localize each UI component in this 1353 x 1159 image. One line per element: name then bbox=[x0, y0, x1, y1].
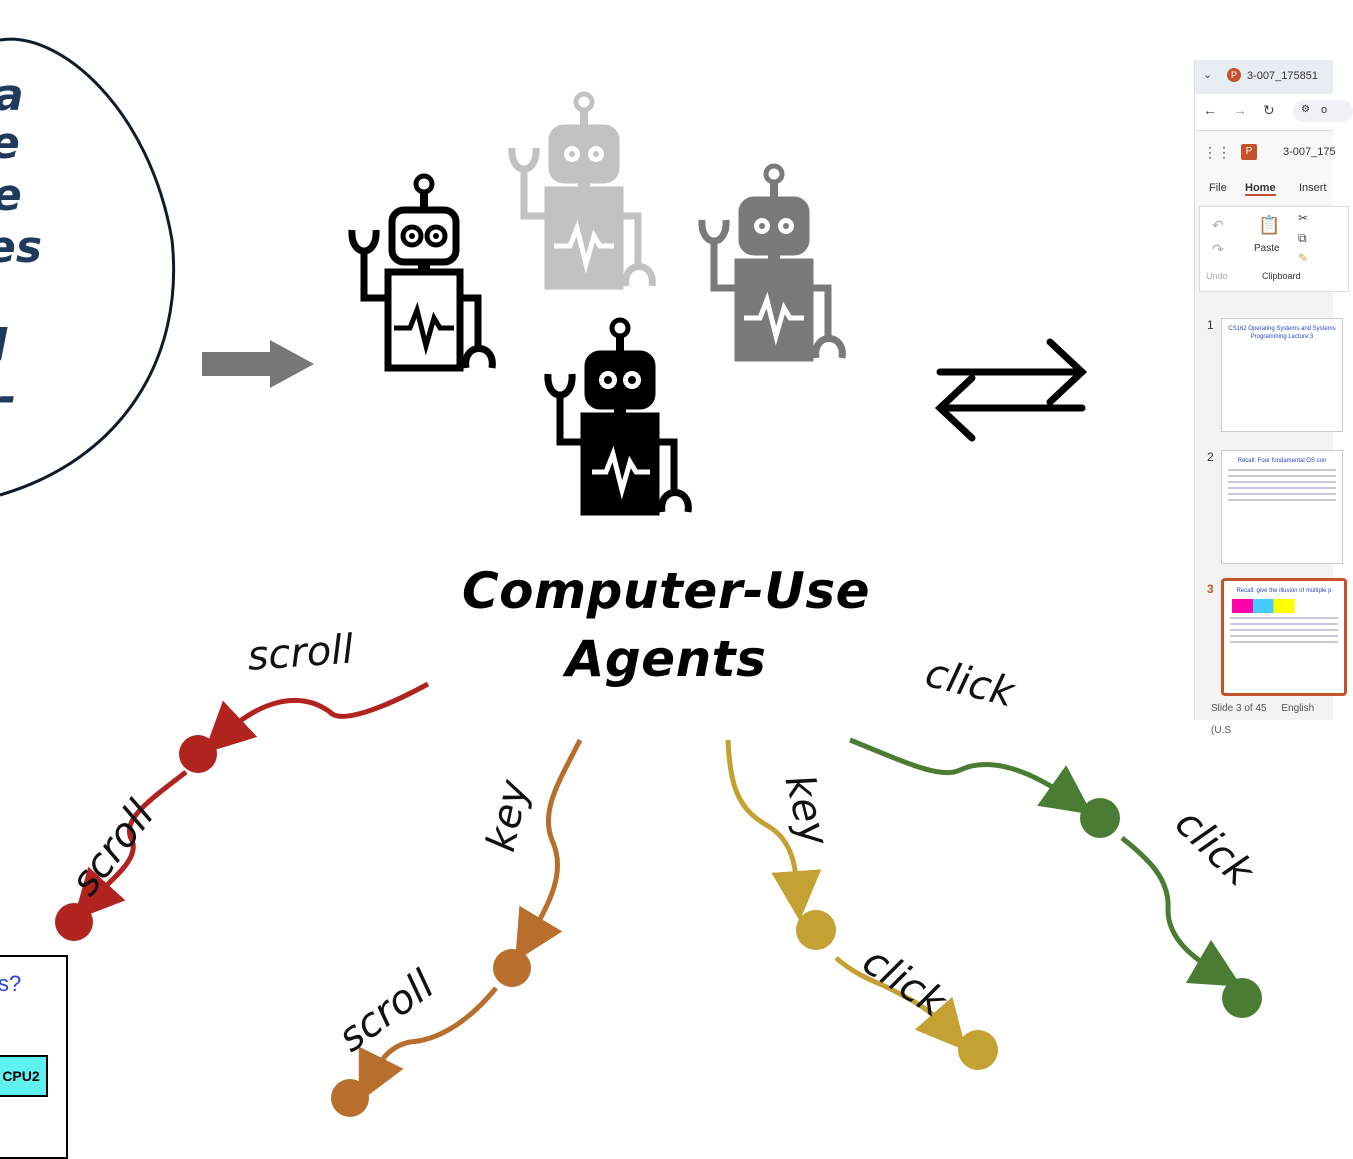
state-node bbox=[958, 1030, 998, 1070]
slide-thumbnail[interactable]: CS162 Operating Systems and Systems Prog… bbox=[1221, 318, 1343, 432]
powerpoint-icon: P bbox=[1227, 68, 1241, 82]
tab-insert[interactable]: Insert bbox=[1299, 182, 1327, 194]
state-node bbox=[1080, 798, 1120, 838]
trajectory-yellow bbox=[725, 739, 967, 1051]
title-line-1: Computer-Use bbox=[461, 562, 871, 620]
back-icon[interactable]: ← bbox=[1203, 102, 1217, 118]
agents-diagram bbox=[55, 0, 1262, 1117]
speech-fragment: es bbox=[0, 222, 43, 273]
cut-icon[interactable]: ✂ bbox=[1298, 211, 1309, 225]
site-settings-icon[interactable]: ⚙ bbox=[1301, 104, 1310, 115]
browser-tab-bar: ⌄ P 3-007_175851 bbox=[1195, 60, 1333, 94]
slide-thumbnail[interactable]: Recall: Four fundamental OS con bbox=[1221, 450, 1343, 564]
speech-fragment: - bbox=[0, 372, 16, 424]
slide-counter: Slide 3 of 45 bbox=[1211, 703, 1267, 714]
speech-fragment: a bbox=[0, 70, 24, 122]
tab-home[interactable]: Home bbox=[1245, 182, 1276, 196]
trajectory-red bbox=[73, 681, 430, 921]
slide-number: 2 bbox=[1207, 450, 1214, 464]
robot-icon bbox=[352, 176, 492, 368]
speech-fragment: e bbox=[0, 118, 20, 170]
state-node bbox=[179, 735, 217, 773]
undo-icon[interactable]: ↶ bbox=[1212, 217, 1224, 233]
slide-number: 1 bbox=[1207, 318, 1214, 332]
app-bar: ⋮⋮ P 3-007_175 bbox=[1195, 132, 1336, 174]
speech-fragment: l bbox=[0, 320, 7, 372]
trajectory-green bbox=[849, 737, 1242, 987]
undo-group-label: Undo bbox=[1206, 271, 1228, 281]
reload-icon[interactable]: ↻ bbox=[1263, 102, 1275, 118]
state-node bbox=[1222, 978, 1262, 1018]
question-text: s? bbox=[0, 971, 22, 996]
state-node bbox=[796, 910, 836, 950]
powerpoint-icon: P bbox=[1241, 144, 1257, 160]
slide-number: 3 bbox=[1207, 582, 1214, 596]
app-launcher-icon[interactable]: ⋮⋮ bbox=[1203, 144, 1231, 160]
speech-bubble bbox=[0, 37, 176, 497]
trajectory-orange bbox=[358, 738, 583, 1103]
document-title[interactable]: 3-007_175 bbox=[1283, 146, 1336, 158]
tab-file[interactable]: File bbox=[1209, 182, 1227, 194]
ribbon-tabs: File Home Insert bbox=[1195, 174, 1333, 204]
format-painter-icon[interactable]: ✎ bbox=[1298, 251, 1309, 265]
tab-title[interactable]: 3-007_175851 bbox=[1247, 70, 1318, 82]
title-line-2: Agents bbox=[565, 630, 767, 688]
status-bar: Slide 3 of 45 English (U.S bbox=[1195, 698, 1333, 736]
cpu-box: CPU2 bbox=[0, 1055, 48, 1097]
address-bar[interactable]: ⚙ o bbox=[1293, 100, 1353, 122]
ribbon: ↶ ↷ Undo 📋 Paste ✂ ⧉ ✎ Clipboard bbox=[1199, 206, 1349, 292]
forward-icon[interactable]: → bbox=[1233, 102, 1247, 118]
paste-button[interactable]: Paste bbox=[1254, 243, 1280, 254]
slide-thumbnail-selected[interactable]: Recall: give the illusion of multiple p bbox=[1221, 578, 1347, 696]
state-node bbox=[55, 903, 93, 941]
chevron-down-icon[interactable]: ⌄ bbox=[1203, 69, 1213, 81]
state-node bbox=[331, 1079, 369, 1117]
input-arrow bbox=[202, 340, 314, 388]
copy-icon[interactable]: ⧉ bbox=[1298, 231, 1307, 245]
slide-fragment: s? CPU2 bbox=[0, 955, 68, 1159]
robot-body-fill bbox=[584, 416, 656, 512]
redo-icon[interactable]: ↷ bbox=[1212, 241, 1224, 257]
browser-nav: ← → ↻ ⚙ o bbox=[1195, 94, 1353, 131]
paste-icon[interactable]: 📋 bbox=[1258, 215, 1281, 235]
clipboard-group-label: Clipboard bbox=[1262, 271, 1301, 281]
language-indicator[interactable]: English (U.S bbox=[1211, 703, 1315, 736]
speech-fragment: e bbox=[0, 170, 22, 222]
state-node bbox=[493, 949, 531, 987]
action-label: scroll bbox=[246, 626, 355, 680]
powerpoint-window: ⌄ P 3-007_175851 ← → ↻ ⚙ o ⋮⋮ P 3-007_17… bbox=[1194, 60, 1353, 736]
interaction-arrows bbox=[934, 338, 1088, 442]
